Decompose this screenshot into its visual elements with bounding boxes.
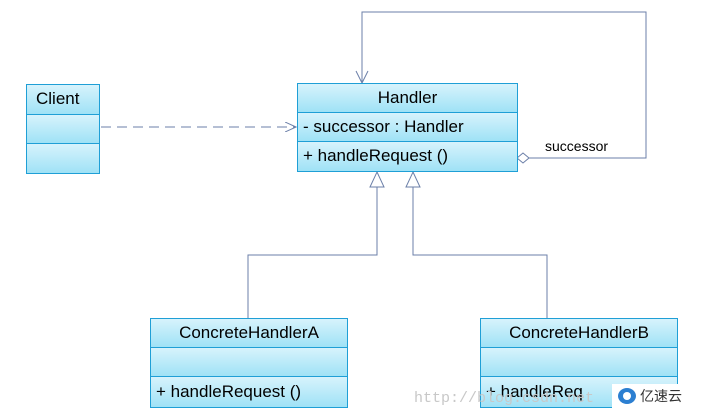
handler-name-section: Handler [298,84,517,113]
handler-attributes-section: - successor : Handler [298,113,517,142]
watermark-logo-text: 亿速云 [640,389,682,405]
successor-role-label: successor [545,138,609,154]
handler-class[interactable]: Handler - successor : Handler + handleRe… [297,83,518,172]
handler-attribute: - successor : Handler [303,117,464,136]
successor-association-line [361,11,647,159]
client-name: Client [36,89,80,108]
client-operations-section [27,144,99,173]
handler-operation: + handleRequest () [303,146,449,165]
concrete-handler-a-operations-section: + handleRequest () [151,377,347,407]
concrete-handler-b-attributes-section [481,348,677,377]
generalization-triangle-a [369,170,385,188]
handler-operations-section: + handleRequest () [298,142,517,171]
client-name-section: Client [27,85,99,115]
concrete-handler-b-name-section: ConcreteHandlerB [481,319,677,348]
generalization-line-b [412,187,548,318]
generalization-triangle-b [405,170,421,188]
concrete-handler-a-operation: + handleRequest () [156,382,302,401]
concrete-handler-b-name: ConcreteHandlerB [509,323,649,342]
client-class[interactable]: Client [26,84,100,174]
cloud-logo-icon [618,388,636,404]
concrete-handler-b-operation: + handleReq [486,382,583,401]
client-attributes-section [27,115,99,144]
aggregation-diamond [516,152,530,164]
concrete-handler-a-name-section: ConcreteHandlerA [151,319,347,348]
concrete-handler-b-class[interactable]: ConcreteHandlerB + handleReq [480,318,678,408]
concrete-handler-a-attributes-section [151,348,347,377]
generalization-line-a [247,187,378,318]
concrete-handler-a-name: ConcreteHandlerA [179,323,319,342]
handler-name: Handler [377,88,438,107]
watermark-logo: 亿速云 [612,384,688,408]
watermark-url: http://blog.csdn.net [414,390,595,407]
concrete-handler-a-class[interactable]: ConcreteHandlerA + handleRequest () [150,318,348,408]
